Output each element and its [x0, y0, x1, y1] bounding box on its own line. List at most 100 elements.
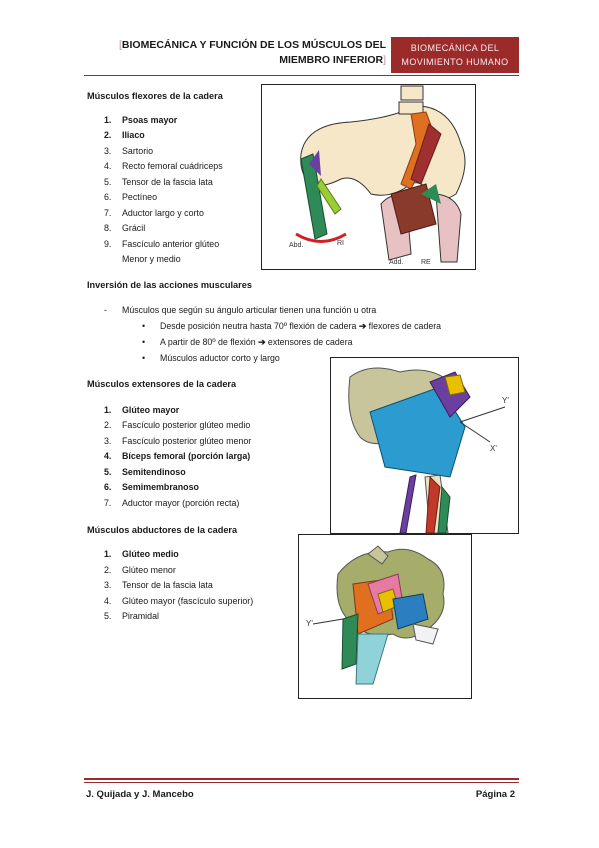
header-title-line1: BIOMECÁNICA Y FUNCIÓN DE LOS MÚSCULOS DE…: [121, 39, 386, 51]
header-box-line2: MOVIMIENTO HUMANO: [401, 57, 509, 67]
label-ri: RI: [337, 240, 344, 247]
document-header-title: [BIOMECÁNICA Y FUNCIÓN DE LOS MÚSCULOS D…: [96, 38, 386, 68]
item-number: 6.: [104, 192, 112, 202]
inversion-heading: Inversión de las acciones musculares: [87, 280, 252, 290]
adductor-magnus-shape: [399, 474, 417, 534]
item-text: Glúteo mayor: [122, 405, 180, 415]
item-text: Sartorio: [122, 146, 154, 156]
gluteus-minimus-shape: [444, 374, 466, 396]
hip-extensors-figure: Y' X': [330, 357, 519, 534]
item-number: 1.: [104, 549, 112, 559]
sartorius-muscle-shape: [309, 150, 321, 176]
flexor-item-9-continuation: Menor y medio: [122, 254, 181, 264]
item-number: 4.: [104, 596, 112, 606]
item-number: 3.: [104, 580, 112, 590]
item-number: 4.: [104, 161, 112, 171]
bullet-marker: •: [142, 353, 146, 363]
bullet-marker: •: [142, 321, 146, 331]
item-text: Semitendinoso: [122, 467, 186, 477]
piriformis-shape: [392, 593, 429, 630]
arrow-icon: ➔: [258, 337, 266, 347]
item-text: Grácil: [122, 223, 146, 233]
item-number: 3.: [104, 146, 112, 156]
item-text: Tensor de la fascia lata: [122, 177, 213, 187]
bullet-text: Músculos aductor corto y largo: [160, 353, 280, 363]
bracket-open: [: [119, 39, 122, 51]
bullet-text-b: extensores de cadera: [267, 337, 353, 347]
item-text: Bíceps femoral (porción larga): [122, 451, 251, 461]
item-number: 5.: [104, 467, 112, 477]
item-text: Pectíneo: [122, 192, 158, 202]
label-abd: Abd.: [289, 242, 303, 249]
tensor-muscle-shape: [300, 153, 328, 240]
label-x-axis: X': [490, 444, 497, 453]
footer-divider: [84, 778, 519, 780]
item-number: 2.: [104, 420, 112, 430]
bracket-close: ]: [383, 54, 386, 66]
biceps-femoris-shape: [425, 475, 441, 534]
item-number: 5.: [104, 177, 112, 187]
hip-abductors-figure: Y': [298, 534, 472, 699]
item-number: 2.: [104, 565, 112, 575]
header-title-line2: MIEMBRO INFERIOR: [279, 54, 384, 66]
semitendinosus-shape: [437, 485, 451, 534]
bullet-text-a: A partir de 80º de flexión: [160, 337, 256, 347]
item-number: 1.: [104, 405, 112, 415]
item-text: Semimembranoso: [122, 482, 199, 492]
label-y-axis: Y': [502, 396, 509, 405]
bullet-text-b: flexores de cadera: [368, 321, 442, 331]
inversion-main-text: Músculos que según su ángulo articular t…: [122, 305, 377, 315]
label-y-axis: Y': [306, 619, 313, 628]
rotation-arrow: [295, 232, 347, 243]
vertebra-shape: [398, 101, 424, 115]
femur-shape: [435, 193, 462, 263]
iliacus-muscle-shape: [410, 123, 442, 185]
header-subject-box: BIOMECÁNICA DEL MOVIMIENTO HUMANO: [391, 37, 519, 73]
sacrum-shape: [367, 545, 389, 565]
bullet-marker: •: [142, 337, 146, 347]
label-re: RE: [421, 259, 431, 266]
item-number: 3.: [104, 436, 112, 446]
flexors-heading: Músculos flexores de la cadera: [87, 91, 223, 101]
item-number: 6.: [104, 482, 112, 492]
item-number: 7.: [104, 498, 112, 508]
header-divider: [84, 75, 519, 76]
item-text: Recto femoral cuádriceps: [122, 161, 223, 171]
item-text: Fascículo anterior glúteo: [122, 239, 220, 249]
extensors-heading: Músculos extensores de la cadera: [87, 379, 237, 389]
footer-authors: J. Quijada y J. Mancebo: [86, 789, 194, 800]
item-text: Glúteo medio: [122, 549, 179, 559]
bone-shape: [412, 623, 439, 645]
item-number: 4.: [104, 451, 112, 461]
vertebra-shape: [400, 85, 424, 101]
item-text: Aductor mayor (porción recta): [122, 498, 240, 508]
axis-y-line: [459, 406, 506, 423]
femur-shape: [355, 633, 389, 685]
item-text: Piramidal: [122, 611, 159, 621]
item-number: 1.: [104, 115, 112, 125]
tensor-fascia-lata-shape: [341, 613, 359, 670]
adductor-muscle-shape: [390, 183, 437, 235]
item-text: Glúteo mayor (fascículo superior): [122, 596, 254, 606]
pectineus-muscle-shape: [421, 184, 441, 204]
hip-flexors-figure: Abd. RI Add. RE: [261, 84, 476, 270]
muscle-shape: [316, 178, 342, 215]
axis-y-line: [312, 618, 344, 625]
gluteus-maximus-shape: [369, 386, 466, 478]
item-text: Iliaco: [122, 130, 145, 140]
abductors-heading: Músculos abductores de la cadera: [87, 525, 238, 535]
item-text: Fascículo posterior glúteo menor: [122, 436, 252, 446]
header-box-line1: BIOMECÁNICA DEL: [410, 43, 500, 53]
item-text: Aductor largo y corto: [122, 208, 204, 218]
item-text: Fascículo posterior glúteo medio: [122, 420, 251, 430]
item-number: 8.: [104, 223, 112, 233]
item-text: Psoas mayor: [122, 115, 178, 125]
label-add: Add.: [389, 259, 403, 266]
item-text: Glúteo menor: [122, 565, 176, 575]
item-text: Tensor de la fascia lata: [122, 580, 213, 590]
arrow-icon: ➔: [358, 321, 367, 331]
bullet-text-a: Desde posición neutra hasta 70º flexión …: [160, 321, 357, 331]
item-number: 7.: [104, 208, 112, 218]
footer-divider-thin: [84, 782, 519, 783]
item-number: 9.: [104, 239, 112, 249]
